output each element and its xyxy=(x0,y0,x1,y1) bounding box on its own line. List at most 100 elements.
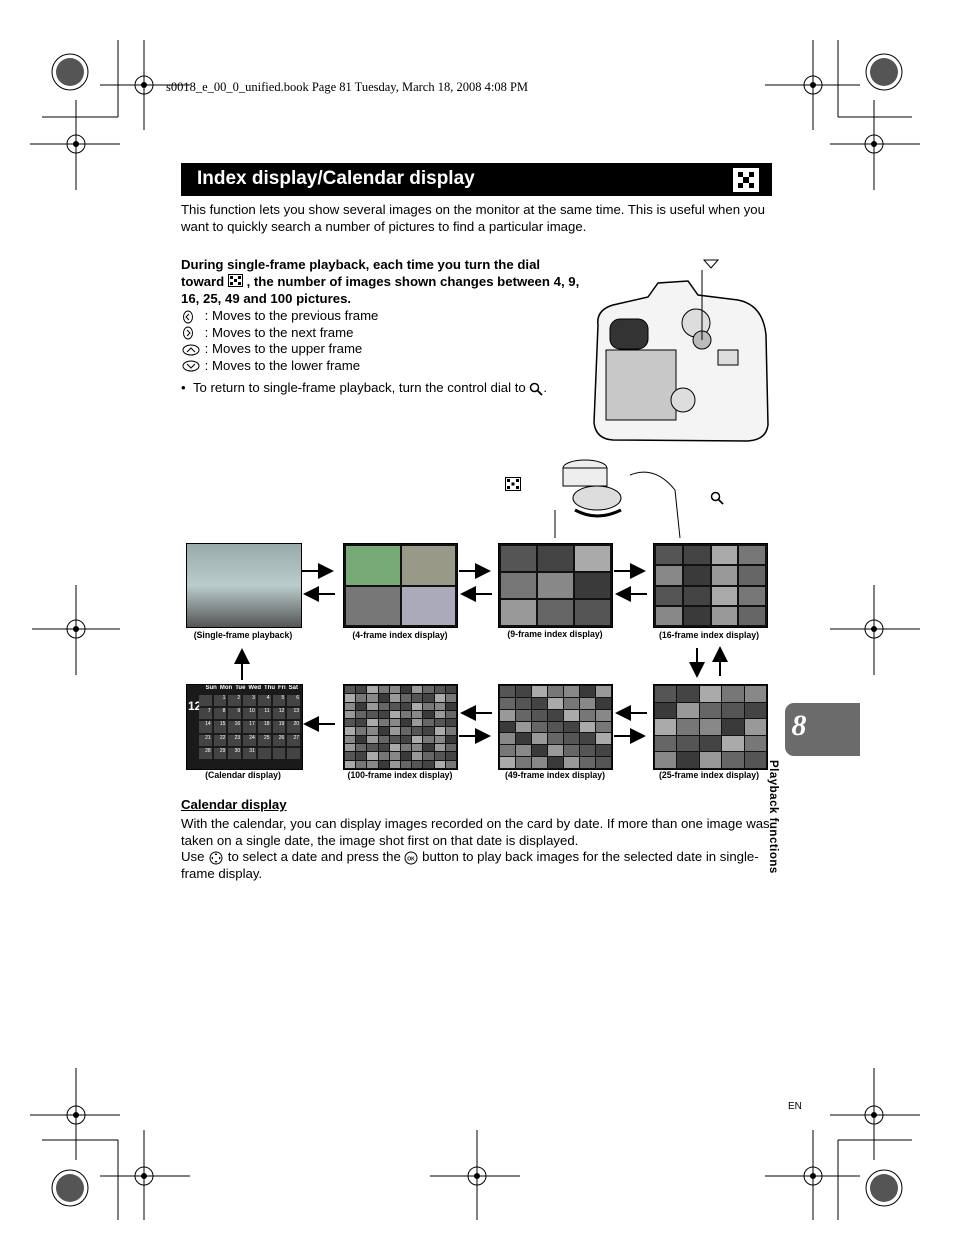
thumbnail xyxy=(345,694,356,702)
calendar-date-cell: 29 xyxy=(213,747,227,759)
thumbnail xyxy=(580,721,595,733)
thumbnail xyxy=(378,702,389,710)
thumbnail xyxy=(744,735,766,752)
thumbnail xyxy=(423,686,434,694)
thumbnail xyxy=(356,760,367,768)
calendar-line2: Use to select a date and press the OK bu… xyxy=(181,849,759,881)
calendar-date-cell xyxy=(199,695,212,707)
thumbnail xyxy=(722,752,744,768)
thumbnail xyxy=(722,735,744,752)
thumbnail-grid xyxy=(499,685,612,769)
calendar-date-cell: 11 xyxy=(257,708,271,720)
thumbnail xyxy=(501,546,536,571)
calendar-date-cell: 23 xyxy=(228,734,242,746)
thumbnail xyxy=(400,752,412,760)
thumbnail xyxy=(423,752,434,760)
thumbnail xyxy=(445,694,456,702)
section-title-bar: Index display/Calendar display xyxy=(181,163,772,196)
thumbnail xyxy=(434,760,445,768)
thumbnail-grid xyxy=(654,685,767,769)
index-grid-icon xyxy=(732,167,760,193)
thumbnail xyxy=(423,727,434,735)
thumbnail xyxy=(564,686,579,697)
thumbnail xyxy=(596,697,611,709)
thumbnail xyxy=(378,752,389,760)
caption-calendar: (Calendar display) xyxy=(205,770,281,781)
calendar-date-cell: 25 xyxy=(257,734,271,746)
thumbnail xyxy=(367,686,378,694)
thumbnail xyxy=(722,702,744,719)
thumbnail xyxy=(434,710,445,719)
calendar-date-cell: 14 xyxy=(199,721,212,733)
thumbnail xyxy=(564,745,579,757)
thumbnail xyxy=(532,697,547,709)
calendar-date-cell: 13 xyxy=(287,708,300,720)
thumbnail xyxy=(412,744,423,752)
thumbnail xyxy=(423,710,434,719)
thumbnail xyxy=(677,719,699,735)
thumbnail xyxy=(445,760,456,768)
thumbnail xyxy=(656,606,682,625)
list-item: : Moves to the lower frame xyxy=(181,358,561,375)
thumbnail xyxy=(378,744,389,752)
svg-text:OK: OK xyxy=(408,856,416,862)
caption-twentyfive: (25-frame index display) xyxy=(658,770,760,781)
thumbnail xyxy=(532,721,547,733)
thumbnail xyxy=(367,727,378,735)
thumbnail xyxy=(532,745,547,757)
calendar-date-cell: 8 xyxy=(213,708,227,720)
thumbnail xyxy=(532,733,547,745)
camera-illustration xyxy=(593,270,769,442)
thumbnail xyxy=(699,686,722,702)
thumbnail xyxy=(739,606,765,625)
calendar-date-cell: 26 xyxy=(272,734,286,746)
thumbnail xyxy=(378,686,389,694)
thumbnail xyxy=(575,600,610,625)
calendar-day-label: Sun xyxy=(205,685,217,691)
calendar-date-cell: 7 xyxy=(199,708,212,720)
calendar-date-cell xyxy=(257,747,271,759)
thumbnail xyxy=(683,546,710,565)
thumbnail xyxy=(538,600,573,625)
thumbnail xyxy=(656,586,682,605)
caption-sixteen: (16-frame index display) xyxy=(658,630,760,641)
thumbnail xyxy=(412,760,423,768)
thumbnail xyxy=(367,752,378,760)
calendar-date-cell: 3 xyxy=(243,695,256,707)
thumbnail xyxy=(744,686,766,702)
calendar-date-cell: 22 xyxy=(213,734,227,746)
thumbnail xyxy=(580,686,595,697)
thumbnail xyxy=(345,735,356,744)
caption-four: (4-frame index display) xyxy=(352,630,448,641)
thumbnail xyxy=(378,727,389,735)
nine-frame-screen xyxy=(498,543,613,628)
thumbnail xyxy=(683,586,710,605)
calendar-date-cell: 20 xyxy=(287,721,300,733)
calendar-date-cell: 12 xyxy=(272,708,286,720)
thumbnail xyxy=(423,719,434,727)
thumbnail xyxy=(400,760,412,768)
thumbnail xyxy=(400,710,412,719)
thumbnail xyxy=(389,686,400,694)
thumbnail xyxy=(548,686,563,697)
thumbnail xyxy=(532,757,547,768)
chapter-label: Playback functions xyxy=(767,760,779,874)
thumbnail xyxy=(532,686,547,697)
thumbnail xyxy=(389,694,400,702)
thumbnail xyxy=(739,546,765,565)
language-code: EN xyxy=(788,1101,802,1112)
calendar-date-cell: 2 xyxy=(228,695,242,707)
magnifier-icon xyxy=(530,382,544,396)
thumbnail xyxy=(564,721,579,733)
thumbnail xyxy=(516,686,531,697)
thumbnail xyxy=(656,546,682,565)
thumbnail xyxy=(345,752,356,760)
caption-single: (Single-frame playback) xyxy=(193,630,293,641)
right-arrow-icon xyxy=(183,326,193,340)
book-header-line: s0018_e_00_0_unified.book Page 81 Tuesda… xyxy=(166,80,529,94)
thumbnail xyxy=(596,721,611,733)
thumbnail xyxy=(711,566,738,585)
